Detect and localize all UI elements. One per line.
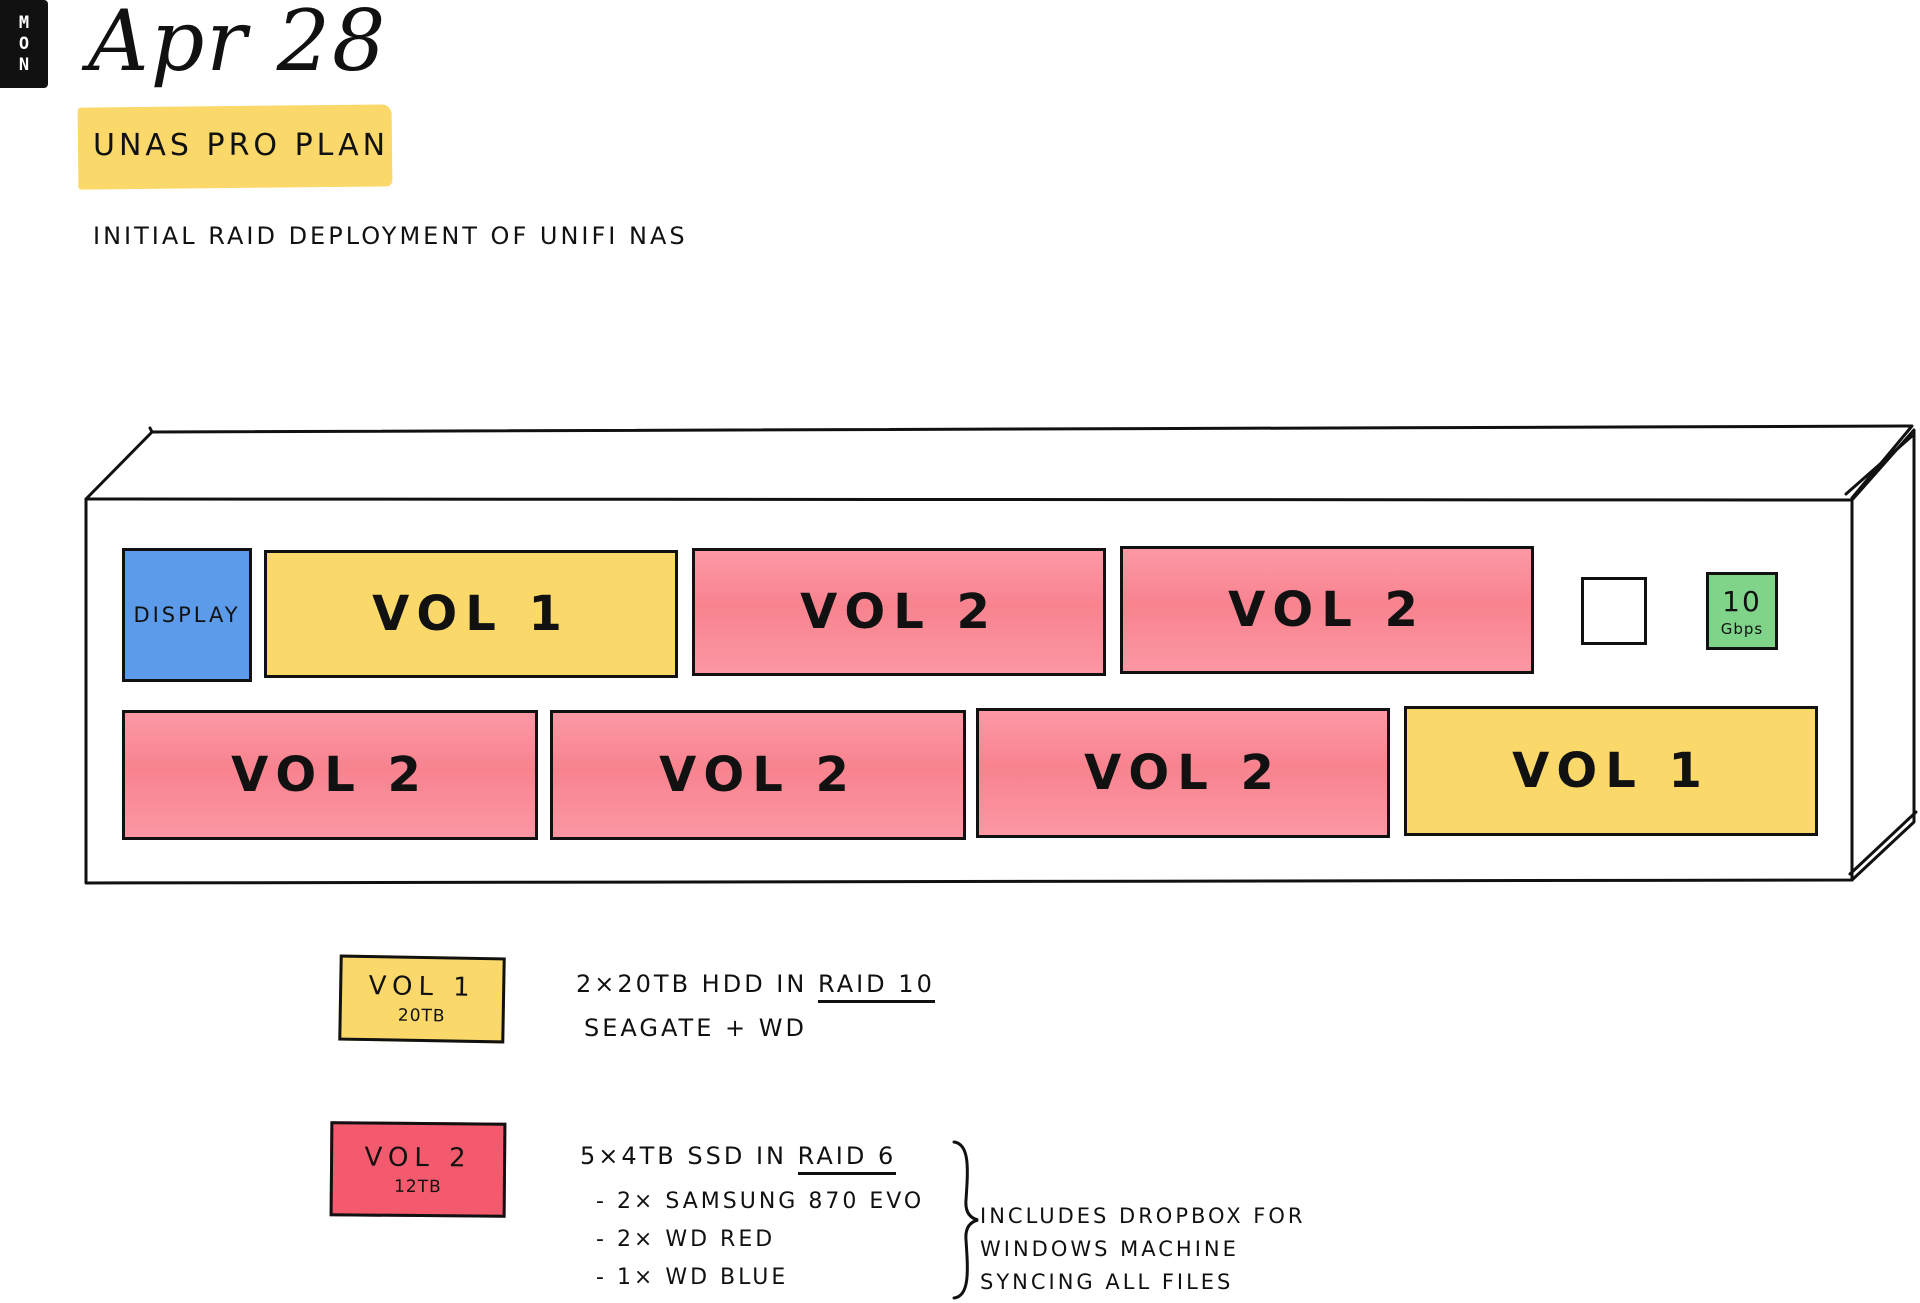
legend-swatch-vol2: VOL 2 12TB: [329, 1121, 507, 1218]
note-line: WINDOWS MACHINE: [980, 1237, 1239, 1261]
legend-vol1-raid: RAID 10: [817, 970, 935, 1003]
legend-vol2-size: 12TB: [393, 1176, 442, 1197]
port-speed: 10: [1722, 584, 1762, 618]
weekday-letter: O: [18, 33, 30, 54]
list-item: 2× WD RED: [596, 1221, 924, 1259]
weekday-tab: M O N: [0, 0, 48, 88]
legend-vol2-name: VOL 2: [364, 1142, 472, 1173]
legend-vol1-drives: 2×20TB HDD in RAID 10: [576, 970, 935, 1003]
port-unit: Gbps: [1720, 619, 1764, 638]
page-subtitle: INITIAL RAID DEPLOYMENT OF UNIFI NAS: [93, 222, 688, 250]
legend-vol1-name: VOL 1: [368, 971, 477, 1003]
legend-swatch-vol1: VOL 1 20TB: [338, 954, 506, 1044]
display-panel: DISPLAY: [122, 548, 252, 682]
legend-vol2-drives: 5×4TB SSD in RAID 6: [580, 1142, 897, 1175]
drive-bay-label: VOL 2: [231, 747, 429, 803]
drive-bay-vol1: VOL 1: [1404, 706, 1818, 836]
weekday-letter: M: [18, 12, 30, 33]
drive-bay-vol2: VOL 2: [976, 708, 1390, 838]
port-10gbps: 10 Gbps: [1706, 572, 1778, 650]
drive-bay-label: VOL 2: [1228, 582, 1426, 638]
drive-bay-vol2: VOL 2: [122, 710, 538, 840]
date-month: Apr: [88, 0, 249, 90]
weekday-letter: N: [18, 54, 30, 75]
date-heading: Apr 28: [88, 0, 387, 90]
drive-bay-label: VOL 2: [1084, 745, 1282, 801]
note-line: SYNCING ALL FILES: [980, 1270, 1234, 1294]
drive-bay-vol2: VOL 2: [1120, 546, 1534, 674]
legend-vol1-drives-text: 2×20TB HDD in: [576, 970, 808, 998]
drive-bay-vol2: VOL 2: [692, 548, 1106, 676]
display-label: DISPLAY: [133, 603, 241, 627]
legend-vol2-drives-text: 5×4TB SSD in: [580, 1142, 788, 1170]
note-line: INCLUDES DROPBOX FOR: [980, 1204, 1306, 1228]
legend-vol1-size: 20TB: [397, 1005, 446, 1027]
legend-vol2-breakdown: 2× SAMSUNG 870 EVO 2× WD RED 1× WD BLUE: [596, 1183, 924, 1297]
list-item: 1× WD BLUE: [596, 1259, 924, 1297]
page-title: UNAS PRO PLAN: [93, 128, 390, 163]
legend-vol1-brands: SEAGATE + WD: [584, 1014, 807, 1042]
curly-brace: [952, 1140, 979, 1300]
drive-bay-vol2: VOL 2: [550, 710, 966, 840]
drive-bay-label: VOL 2: [800, 584, 998, 640]
drive-bay-label: VOL 2: [659, 747, 857, 803]
date-day: 28: [276, 0, 388, 90]
drive-bay-label: VOL 1: [1512, 743, 1710, 799]
legend-vol2-note: INCLUDES DROPBOX FOR WINDOWS MACHINE SYN…: [980, 1200, 1305, 1299]
drive-bay-label: VOL 1: [372, 586, 570, 642]
legend-vol2-raid: RAID 6: [797, 1142, 897, 1175]
list-item: 2× SAMSUNG 870 EVO: [596, 1183, 924, 1221]
drive-bay-vol1: VOL 1: [264, 550, 678, 678]
port-blank: [1581, 577, 1647, 645]
